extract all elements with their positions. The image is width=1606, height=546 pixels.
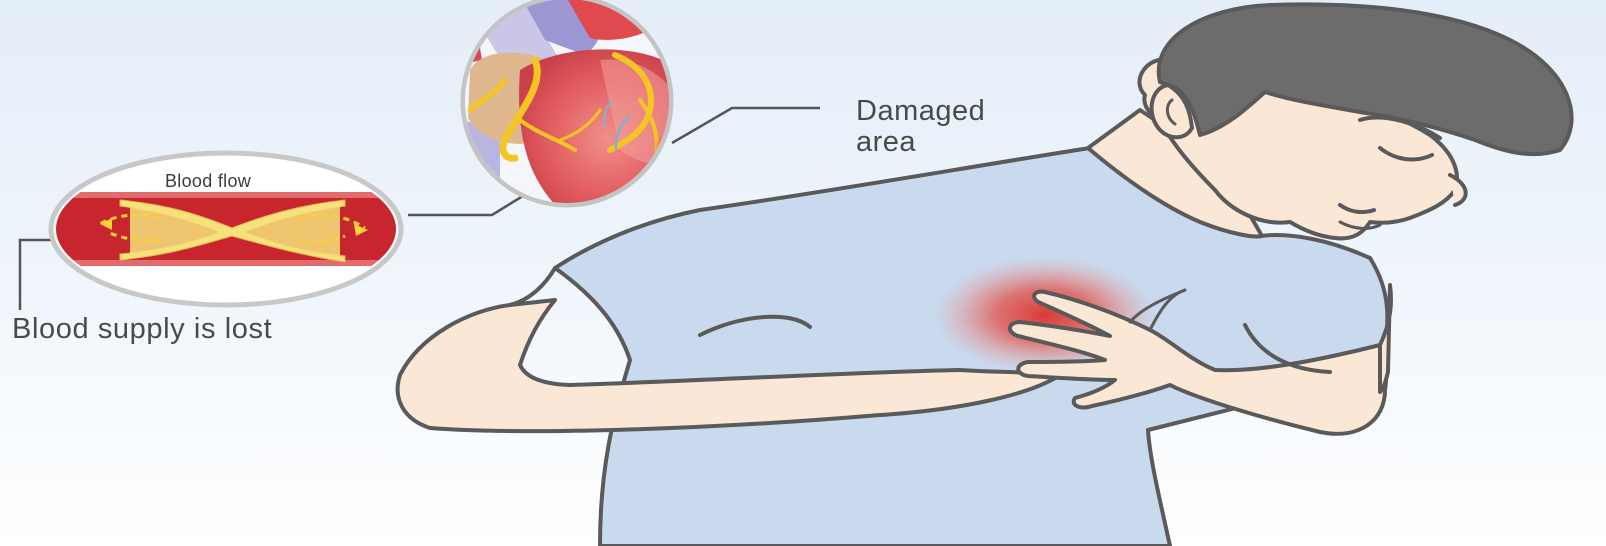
damaged-area-spot [652, 127, 692, 167]
damaged-area-label-line1: Damaged [856, 96, 985, 127]
damaged-area-label: Damaged area [856, 96, 985, 158]
heart-anatomy-icon [460, 0, 692, 210]
blood-supply-lost-label: Blood supply is lost [12, 313, 272, 346]
damaged-area-pointer [672, 108, 820, 143]
damaged-area-label-line2: area [856, 127, 985, 158]
blood-flow-label: Blood flow [165, 171, 251, 192]
